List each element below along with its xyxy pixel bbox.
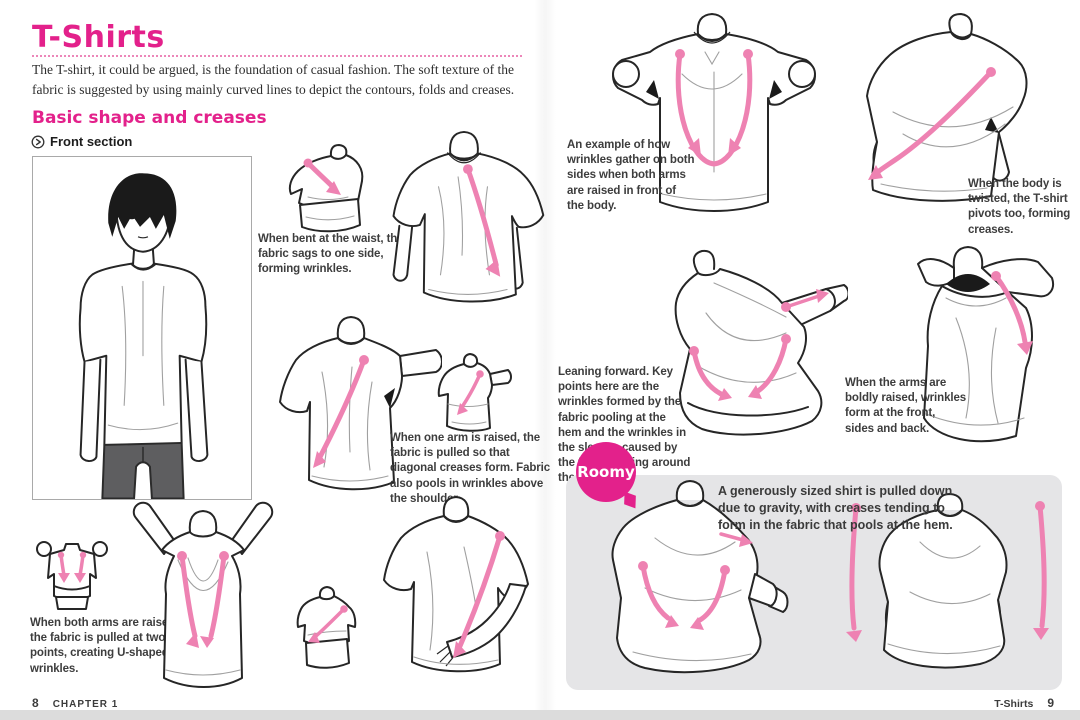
illustration-shirt-back-small: [288, 585, 366, 670]
page-seam: [534, 0, 556, 710]
footer-section-label: T-Shirts: [994, 698, 1034, 710]
illustration-shirt-one-arm-small: [428, 352, 513, 437]
illustration-shirt-front-large: [378, 128, 548, 314]
title-dotted-rule: [32, 55, 522, 57]
caption-both-arms-raised: When both arms are raised, the fabric is…: [30, 617, 179, 675]
circled-chevron-icon: [31, 135, 45, 148]
page-number-left: 8: [32, 696, 39, 710]
subsection-front-section: Front section: [31, 134, 132, 149]
footer-left: 8 CHAPTER 1: [32, 696, 118, 710]
roomy-badge-label: Roomy: [577, 463, 635, 481]
illustration-shirt-leaning-forward: [636, 243, 848, 458]
caption-bent-waist: When bent at the waist, the fabric sags …: [258, 233, 404, 276]
section-heading: Basic shape and creases: [32, 108, 267, 128]
illustration-character-front: [32, 156, 252, 500]
illustration-shirt-arms-in-front: [602, 12, 827, 240]
roomy-badge: Roomy: [576, 442, 636, 502]
caption-arms-in-front: An example of how wrinkles gather on bot…: [567, 139, 695, 212]
subsection-label: Front section: [50, 134, 133, 149]
illustration-shirt-roomy-gravity: [840, 492, 1055, 687]
illustration-shirt-arm-across: [352, 492, 547, 700]
footer-right: T-Shirts 9: [994, 696, 1054, 710]
illustration-shirt-one-arm-raised: [252, 312, 442, 502]
caption-body-twisted: When the body is twisted, the T-shirt pi…: [968, 178, 1071, 236]
intro-paragraph: The T-shirt, it could be argued, is the …: [32, 62, 515, 97]
caption-roomy: A generously sized shirt is pulled down …: [718, 484, 953, 532]
illustration-shirt-twisted: [833, 12, 1063, 230]
page-title: T-Shirts: [32, 20, 165, 55]
page-bottom-edge: [0, 710, 1080, 720]
illustration-shirt-schematic: [30, 538, 115, 610]
chapter-label: CHAPTER 1: [52, 699, 119, 710]
caption-one-arm-raised: When one arm is raised, the fabric is pu…: [390, 432, 551, 505]
illustration-shirt-arms-boldly-raised: [876, 238, 1066, 466]
illustration-shirt-arms-up: [108, 498, 298, 696]
illustration-shirt-bent-waist: [278, 143, 378, 238]
caption-arms-boldly-raised: When the arms are boldly raised, wrinkle…: [845, 377, 967, 435]
page-number-right: 9: [1047, 696, 1054, 710]
illustration-shirt-roomy-slouched: [585, 478, 800, 686]
